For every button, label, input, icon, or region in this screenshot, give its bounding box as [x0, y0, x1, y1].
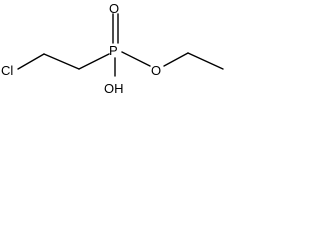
- atom-label-hydroxyl: OH: [104, 81, 124, 96]
- bond-c3-c4: [187, 52, 224, 70]
- bond-o-c3: [163, 52, 189, 67]
- bond-c1-c2: [43, 53, 80, 70]
- atom-label-oxo-oxygen: O: [109, 1, 119, 16]
- chemical-structure-diagram: Cl P O O OH: [1, 1, 224, 96]
- bond-p-o-ester: [121, 51, 151, 67]
- atom-label-phosphorus: P: [109, 43, 118, 58]
- atom-label-chlorine: Cl: [1, 63, 13, 78]
- bond-c2-p: [78, 53, 110, 70]
- atom-label-ester-oxygen: O: [151, 63, 161, 78]
- bond-cl-c1: [17, 53, 45, 70]
